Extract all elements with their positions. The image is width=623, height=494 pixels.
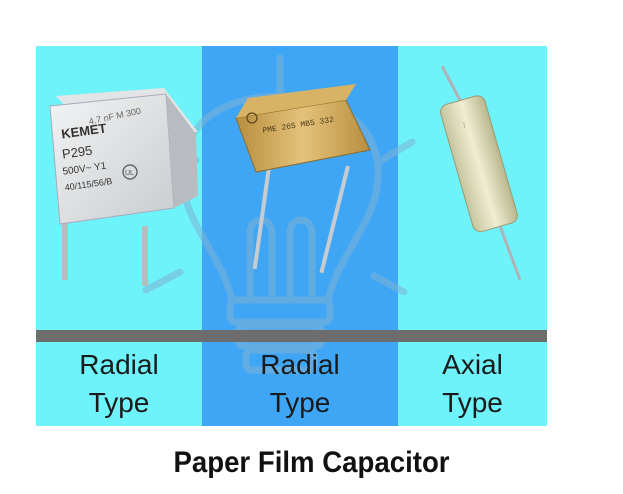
capacitor-brand: KEMET <box>60 120 107 141</box>
label-axial: Axial Type <box>398 346 547 422</box>
label-line-1: Radial <box>260 349 340 380</box>
label-line-2: Type <box>269 387 331 418</box>
label-line-2: Type <box>442 387 503 418</box>
label-line-1: Radial <box>79 349 159 380</box>
label-line-2: Type <box>88 387 150 418</box>
label-radial-1: Radial Type <box>36 346 202 422</box>
label-radial-2: Radial Type <box>202 346 398 422</box>
svg-text:UL: UL <box>125 170 134 177</box>
label-line-1: Axial <box>442 349 503 380</box>
divider-bar <box>36 330 547 342</box>
capacitor-model: P295 <box>61 143 93 162</box>
svg-text:—: — <box>460 122 467 129</box>
caption-title: Paper Film Capacitor <box>173 446 450 479</box>
